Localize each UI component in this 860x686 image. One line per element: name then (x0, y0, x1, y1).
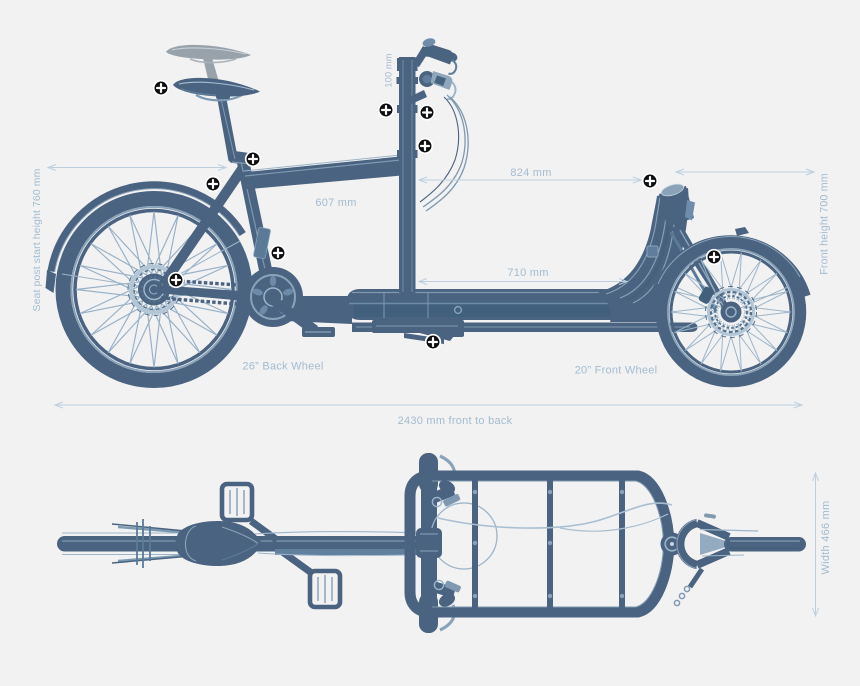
svg-text:Width 466 mm: Width 466 mm (820, 501, 832, 575)
svg-text:26” Back Wheel: 26” Back Wheel (242, 361, 323, 373)
svg-text:20” Front Wheel: 20” Front Wheel (575, 365, 658, 377)
svg-text:710 mm: 710 mm (507, 267, 548, 279)
svg-text:Seat post start height 760 mm: Seat post start height 760 mm (31, 168, 43, 311)
svg-text:2430 mm front to back: 2430 mm front to back (398, 415, 513, 427)
svg-text:100 mm: 100 mm (384, 53, 394, 87)
svg-text:607 mm: 607 mm (315, 197, 356, 209)
svg-text:Front height 700 mm: Front height 700 mm (819, 173, 831, 275)
svg-text:824 mm: 824 mm (510, 167, 551, 179)
